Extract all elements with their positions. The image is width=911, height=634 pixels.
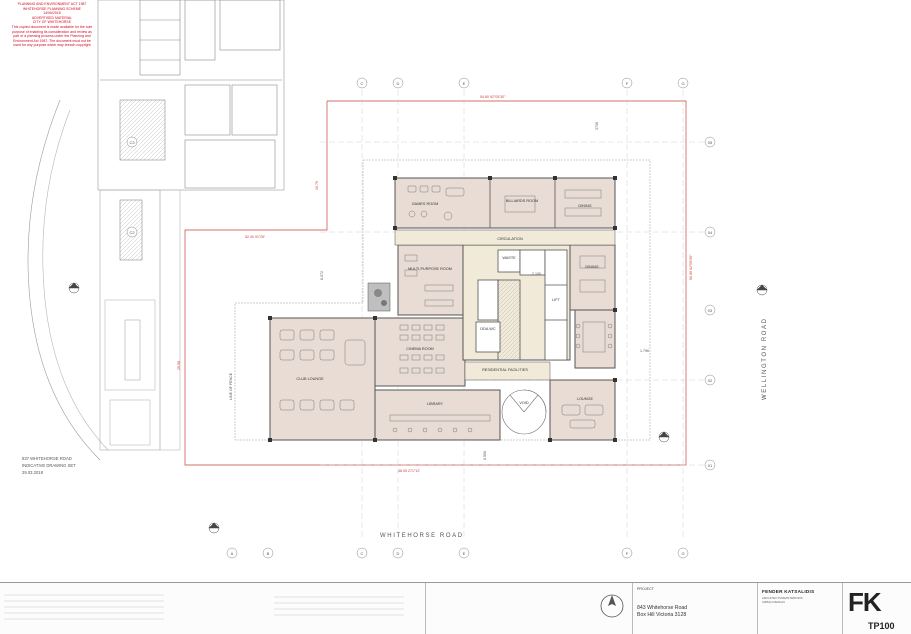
grid-right-4: 01 (708, 463, 713, 468)
grid-bottom-1: B (267, 551, 270, 556)
floor-plan: WHITEHORSE ROAD WELLINGTON ROAD 837 WHIT… (22, 0, 768, 559)
grid-right-0: 05 (708, 140, 713, 145)
firm-subtitle: ARCHITECTURE/INTERIORS URBAN DESIGN (762, 596, 803, 604)
grid-bottom-6: G (681, 551, 684, 556)
stamp-line-6: purpose of enabling its consideration an… (12, 29, 92, 34)
planning-stamp: PLANNING AND ENVIRONMENT ACT 1987 WHITEH… (4, 2, 100, 48)
stamp-line-2: 14/06/2018 (43, 11, 61, 16)
grid-left-0: C3 (129, 140, 135, 145)
void-stair (501, 389, 547, 435)
planter (367, 282, 391, 312)
grid-right-1: 04 (708, 230, 713, 235)
road-label-wellington: WELLINGTON ROAD (762, 317, 768, 400)
tb-project-label: PROJECT (637, 587, 654, 591)
room-label-circulation: CIRCULATION (497, 237, 523, 241)
north-arrow-icon (600, 594, 624, 618)
stamp-line-9: used for any purpose which may breach co… (13, 43, 91, 48)
grid-top-2: E (463, 81, 466, 86)
stamp-line-7: part of a planning process under the Pla… (13, 34, 91, 39)
dim-w: 10.70 (315, 181, 319, 190)
stamp-line-4: CITY OF WHITEHORSE (32, 20, 72, 25)
dim-top: 54.60 92°05'30" (480, 95, 506, 99)
grid-top-1: D (397, 81, 400, 86)
firm-name: FENDER KATSALIDIS (762, 589, 815, 594)
tb-address: 843 Whitehorse Road Box Hill Victoria 31… (637, 605, 687, 619)
grid-bottom-5: F (626, 551, 629, 556)
dim-left-side: LINE OF FENCE (229, 372, 233, 400)
grid-top-3: F (626, 81, 629, 86)
room-label-lift: LIFT (552, 298, 560, 302)
room-label-waste: WASTE (502, 256, 516, 260)
dim-corridor: 2.100 (532, 272, 541, 276)
room-label-void: VOID (519, 401, 529, 405)
neighbour-building (27, 0, 285, 461)
firm-logo: FK (848, 587, 882, 617)
room-label-billiards: BILLIARDS ROOM (506, 199, 538, 203)
dim-right-top: 56.06 02°05'00" (689, 254, 693, 280)
dim-east-off: 1.796 (640, 349, 649, 353)
dim-side: 8.072 (320, 271, 324, 280)
room-label-games: GAMES ROOM (412, 202, 439, 206)
room-label-club-lounge: CLUB LOUNGE (296, 377, 324, 381)
room-label-dining: DINING (585, 265, 598, 269)
grid-bottom-3: D (397, 551, 400, 556)
grid-left-1: C2 (129, 230, 135, 235)
room-label-dining-top: DINING (578, 204, 591, 208)
firm-sub-line2: URBAN DESIGN (762, 600, 785, 604)
dim-north: 3730 (595, 122, 599, 130)
stamp-line-0: PLANNING AND ENVIRONMENT ACT 1987 (17, 2, 87, 6)
grid-bottom-0: A (231, 551, 234, 556)
room-label-multi-purpose: MULTI-PURPOSE ROOM (408, 267, 452, 271)
room-label-library: LIBRARY (427, 402, 444, 406)
tb-address-line1: 843 Whitehorse Road (637, 605, 688, 611)
revision-table (4, 594, 404, 620)
tb-address-line2: Box Hill Victoria 3128 (637, 612, 687, 618)
title-block: PROJECT 843 Whitehorse Road Box Hill Vic… (0, 582, 911, 634)
room-label-lounge: LOUNGE (577, 397, 594, 401)
sheet-number: TP100 (868, 621, 895, 631)
grid-bottom-2: C (361, 551, 364, 556)
dim-left-long: 25.58 (177, 361, 181, 370)
dim-bottom: 48.05 271°12' (398, 469, 420, 473)
stamp-line-3: ADVERTISED MATERIAL (31, 15, 73, 20)
stamp-line-5: This copied document is made available f… (11, 24, 93, 29)
grid-top-4: G (681, 81, 684, 86)
room-label-dda-wc: DDA WC (480, 327, 495, 331)
road-label-whitehorse: WHITEHORSE ROAD (380, 533, 464, 539)
room-label-residential: RESIDENTIAL FACILITIES (482, 368, 528, 372)
stamp-line-1: WHITEHORSE PLANNING SCHEME (22, 6, 81, 11)
grid-top-0: C (361, 81, 364, 86)
room-label-cinema: CINEMA ROOM (406, 347, 433, 351)
grid-bottom-4: E (463, 551, 466, 556)
neighbour-note-line1: 837 WHITEHORSE ROAD (22, 456, 72, 461)
firm-sub-line1: ARCHITECTURE/INTERIORS (762, 596, 803, 600)
neighbour-note-line3: 29.03.2018 (22, 470, 44, 475)
grid-bubbles: C D E F G 05 04 03 02 01 A B C D E F G C… (126, 77, 716, 559)
stamp-line-8: Environment Act 1987. The document must … (13, 38, 91, 43)
grid-right-2: 03 (708, 308, 713, 313)
neighbour-note-line2: INDICATIVE DRAWING SET (22, 463, 76, 468)
dim-left: 52.40 91°05' (245, 235, 265, 239)
grid-right-3: 02 (708, 378, 713, 383)
dim-bottom-off: 6.500 (483, 451, 487, 460)
site-boundary (184, 100, 687, 466)
